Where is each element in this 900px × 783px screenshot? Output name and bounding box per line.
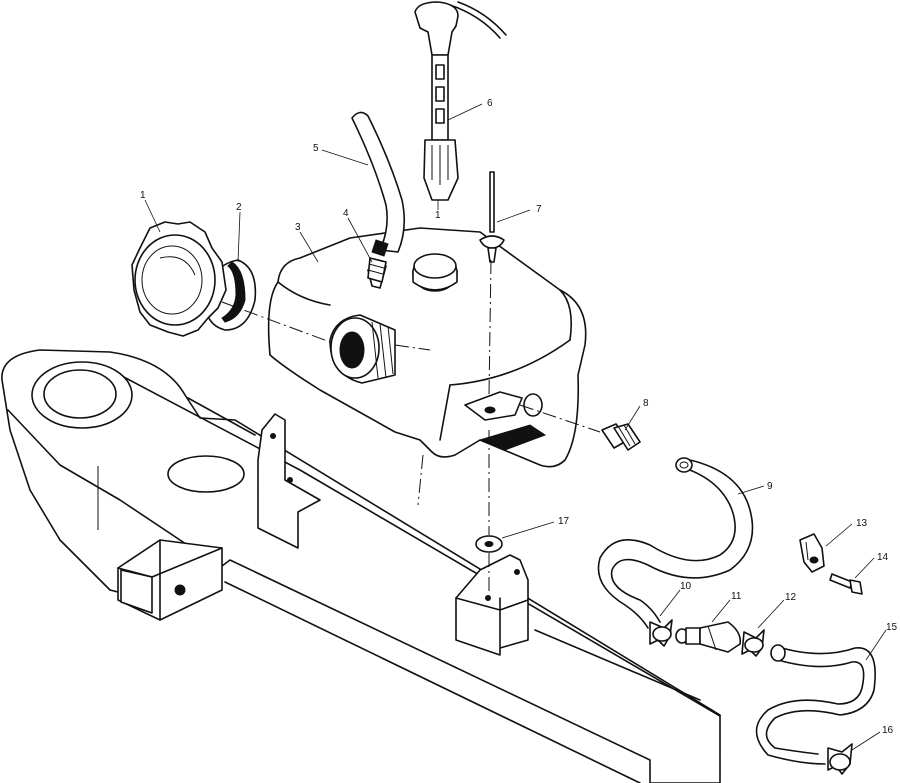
frame-chassis xyxy=(1,349,721,783)
bolt-14 xyxy=(829,573,863,595)
callout-1-sender: 1 xyxy=(435,210,441,221)
callout-15: 15 xyxy=(886,622,898,633)
callout-2: 2 xyxy=(236,202,242,213)
fuel-cap-assembly xyxy=(131,221,257,337)
callout-17: 17 xyxy=(558,516,570,527)
fuel-tank xyxy=(267,227,587,468)
hose-clamp-12 xyxy=(741,629,765,657)
callout-12: 12 xyxy=(785,592,797,603)
callout-16: 16 xyxy=(882,725,894,736)
inline-fuel-filter xyxy=(675,621,742,653)
mounting-bracket-13 xyxy=(799,533,825,573)
callout-4: 4 xyxy=(343,208,349,219)
callout-10: 10 xyxy=(680,581,692,592)
callout-5: 5 xyxy=(313,143,319,154)
washer-17 xyxy=(475,535,503,553)
drain-fitting xyxy=(601,423,641,451)
callout-7: 7 xyxy=(536,204,542,215)
fuel-line-lower xyxy=(755,644,876,765)
callout-6: 6 xyxy=(487,98,493,109)
vent-fitting xyxy=(479,171,505,263)
callout-1: 1 xyxy=(140,190,146,201)
callout-8: 8 xyxy=(643,398,649,409)
fuel-line-upper xyxy=(597,457,754,629)
callout-9: 9 xyxy=(767,481,773,492)
callout-3: 3 xyxy=(295,222,301,233)
leader-lines xyxy=(144,103,887,751)
callout-labels: 1 2 3 4 5 6 1 7 8 9 10 11 12 13 14 15 16… xyxy=(140,98,898,736)
hose-clamp-10 xyxy=(649,619,673,647)
assembly-centerlines xyxy=(221,259,601,600)
callout-14: 14 xyxy=(877,552,889,563)
hose-clamp-16 xyxy=(827,743,853,775)
callout-11: 11 xyxy=(731,591,742,602)
vent-hose-and-fitting xyxy=(351,111,406,283)
callout-13: 13 xyxy=(856,518,868,529)
fuel-gauge-sender xyxy=(414,1,507,201)
